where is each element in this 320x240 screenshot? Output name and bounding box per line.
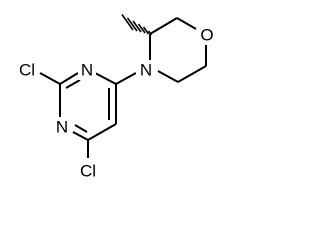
bond-c6-n3-double: [74, 124, 88, 133]
atom-labels: N N N O Cl Cl: [19, 25, 217, 181]
methyl-hashed-wedge: [121, 14, 153, 36]
bond-c4-nmorph: [115, 72, 137, 85]
bond-c5-c6: [87, 123, 117, 141]
atom-cl-bottom: Cl: [80, 162, 96, 181]
pyrimidine-ring: [59, 72, 117, 141]
bond-c6-c5: [177, 65, 207, 83]
chemical-structure: N N N O Cl Cl: [18, 14, 217, 181]
bond-c5-n: [157, 70, 179, 83]
bond-c6-n3: [72, 131, 89, 141]
bond-c2-o: [176, 17, 197, 30]
atom-n-morpholine: N: [140, 61, 152, 80]
atom-o-morpholine: O: [200, 26, 213, 45]
atom-n-lower: N: [56, 118, 68, 137]
morpholine-ring: [149, 17, 207, 83]
bond-c3-c2: [149, 17, 178, 35]
atom-n-upper: N: [81, 61, 93, 80]
bond-c2-n1-double: [65, 79, 81, 89]
bond-c2-n1: [59, 72, 79, 85]
atom-cl-top: Cl: [19, 61, 35, 80]
bond-c2-cl: [39, 72, 61, 85]
bond-n1-c4: [94, 72, 117, 85]
